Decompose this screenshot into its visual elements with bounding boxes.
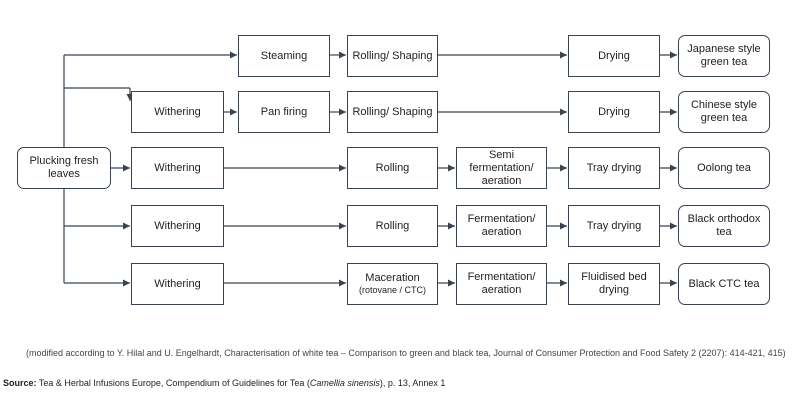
step-drying-1: Drying [568,35,660,77]
step-drying-2-label: Drying [598,105,630,118]
step-steaming: Steaming [238,35,330,77]
result-black-ctc-tea: Black CTC tea [678,263,770,305]
step-fermentation-4-label: Fermentation/ aeration [467,213,536,238]
step-tray-drying-3: Tray drying [568,147,660,189]
result-black-ctc-tea-label: Black CTC tea [688,277,760,290]
start-node-plucking: Plucking fresh leaves [17,147,111,189]
step-rolling-4: Rolling [347,205,438,247]
step-rolling-shaping-2: Rolling/ Shaping [347,91,438,133]
source-text-before: Tea & Herbal Infusions Europe, Compendiu… [38,378,310,388]
result-chinese-green-tea-label: Chinese style green tea [690,99,758,124]
step-tray-drying-4: Tray drying [568,205,660,247]
step-rolling-4-label: Rolling [375,219,410,232]
step-fluidised-bed-drying: Fluidised bed drying [568,263,660,305]
step-withering-5-label: Withering [154,277,201,290]
step-maceration-label: Maceration [365,272,420,284]
step-semi-fermentation-label: Semi fermentation/ aeration [469,148,534,187]
step-maceration-sublabel: (rotovane / CTC) [358,285,427,295]
step-rolling-shaping-2-label: Rolling/ Shaping [352,105,433,118]
result-black-orthodox-tea-label: Black orthodox tea [687,213,761,238]
step-fluidised-bed-drying-label: Fluidised bed drying [581,271,647,296]
step-drying-1-label: Drying [598,49,630,62]
step-rolling-3-label: Rolling [375,161,410,174]
step-pan-firing-label: Pan firing [260,105,308,118]
step-semi-fermentation: Semi fermentation/ aeration [456,147,547,189]
step-withering-3: Withering [131,147,224,189]
step-pan-firing: Pan firing [238,91,330,133]
step-withering-3-label: Withering [154,161,201,174]
result-chinese-green-tea: Chinese style green tea [678,91,770,133]
result-oolong-tea-label: Oolong tea [697,161,751,174]
step-tray-drying-4-label: Tray drying [586,219,642,232]
result-japanese-green-tea-label: Japanese style green tea [687,43,761,68]
result-oolong-tea: Oolong tea [678,147,770,189]
step-fermentation-5: Fermentation/ aeration [456,263,547,305]
step-withering-4: Withering [131,205,224,247]
result-black-orthodox-tea: Black orthodox tea [678,205,770,247]
step-withering-2: Withering [131,91,224,133]
step-fermentation-4: Fermentation/ aeration [456,205,547,247]
step-rolling-shaping-1: Rolling/ Shaping [347,35,438,77]
source-label: Source: [3,378,37,388]
start-node-label: Plucking fresh leaves [29,155,99,180]
step-withering-5: Withering [131,263,224,305]
step-steaming-label: Steaming [260,49,308,62]
step-drying-2: Drying [568,91,660,133]
step-rolling-3: Rolling [347,147,438,189]
step-rolling-shaping-1-label: Rolling/ Shaping [352,49,433,62]
footnote: (modified according to Y. Hilal and U. E… [26,348,786,358]
source-line: Source: Tea & Herbal Infusions Europe, C… [3,378,445,388]
source-text-after: ), p. 13, Annex 1 [379,378,446,388]
source-italic: Camellia sinensis [309,378,380,388]
step-maceration: Maceration (rotovane / CTC) [347,263,438,305]
step-fermentation-5-label: Fermentation/ aeration [467,271,536,296]
step-tray-drying-3-label: Tray drying [586,161,642,174]
step-withering-4-label: Withering [154,219,201,232]
step-withering-2-label: Withering [154,105,201,118]
result-japanese-green-tea: Japanese style green tea [678,35,770,77]
